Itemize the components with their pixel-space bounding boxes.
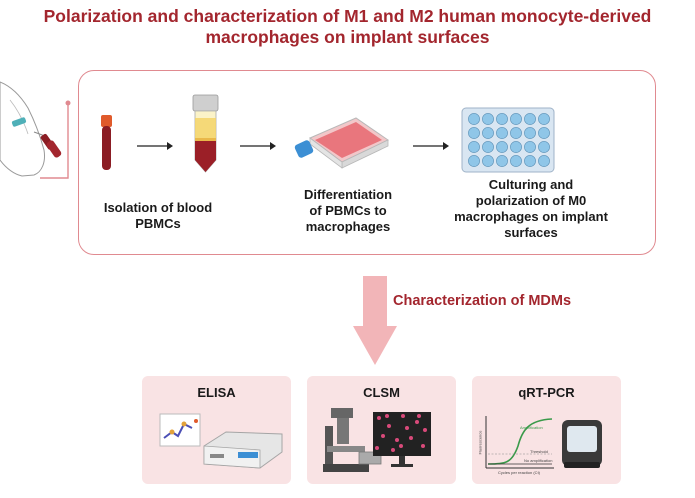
step-3-line-3: macrophages on implant (454, 209, 608, 224)
step-1-line-1: Isolation of blood (103, 200, 213, 215)
well (482, 155, 494, 167)
cell-dot (375, 446, 379, 450)
pcr-x-axis-label: Cycles per reaction (Ct) (498, 470, 541, 475)
cell-dot (377, 416, 381, 420)
arrow-right-icon (240, 142, 276, 150)
well (496, 127, 508, 139)
cell-dot (415, 420, 419, 424)
cell-dot (391, 448, 395, 452)
well (510, 113, 522, 125)
well (524, 113, 536, 125)
step-1-line-2: PBMCs (135, 216, 181, 231)
step-3-line-2: polarization of M0 (475, 193, 587, 208)
well (496, 113, 508, 125)
cell-dot (405, 426, 409, 430)
well (482, 127, 494, 139)
title-line-2: macrophages on implant surfaces (205, 27, 490, 47)
step-isolation-label: Isolation of blood PBMCs (88, 200, 228, 232)
cell-dot (399, 444, 403, 448)
pcr-y-axis-label: Fluorescence (477, 430, 483, 455)
card-clsm-title: CLSM (363, 385, 400, 400)
well (524, 155, 536, 167)
cell-dot (417, 414, 421, 418)
well (538, 141, 550, 153)
card-qrt-pcr-title: qRT-PCR (518, 385, 575, 400)
culture-flask-icon (294, 117, 389, 169)
step-2-line-1: Differentiation (303, 187, 393, 202)
well (482, 113, 494, 125)
amplification-curve (487, 418, 553, 465)
well (510, 155, 522, 167)
cell-dot (395, 438, 399, 442)
well (524, 141, 536, 153)
cell-dot (387, 424, 391, 428)
step-2-line-3: macrophages (305, 219, 391, 234)
threshold-label: Threshold (530, 449, 548, 454)
no-amplification-label: No amplification (524, 458, 553, 463)
step-3-line-1: Culturing and (488, 177, 574, 192)
blood-tube-icon (101, 115, 112, 170)
card-elisa-title: ELISA (197, 385, 236, 400)
process-box (78, 70, 656, 255)
step-differentiation-label: Differentiation of PBMCs to macrophages (288, 187, 408, 235)
well (496, 155, 508, 167)
well (538, 127, 550, 139)
microscope-icon (323, 408, 431, 472)
well (468, 155, 480, 167)
well (510, 127, 522, 139)
conical-tube-icon (192, 94, 219, 173)
card-clsm: CLSM (307, 376, 456, 484)
well (468, 141, 480, 153)
figure-title: Polarization and characterization of M1 … (0, 6, 695, 48)
pcr-plot (485, 416, 602, 469)
cell-dot (381, 434, 385, 438)
arrow-right-icon (137, 142, 173, 150)
well (538, 113, 550, 125)
cell-dot (385, 414, 389, 418)
well-plate-icon (461, 107, 555, 173)
arrow-right-icon (413, 142, 449, 150)
arm-blood-draw-icon (0, 81, 62, 177)
cell-dot (409, 436, 413, 440)
cell-dot (401, 414, 405, 418)
well (468, 127, 480, 139)
step-2-line-2: of PBMCs to (309, 203, 387, 218)
elisa-reader-icon (159, 413, 283, 469)
arrow-down-icon (353, 276, 397, 365)
well (482, 141, 494, 153)
well (496, 141, 508, 153)
step-3-line-4: surfaces (504, 225, 558, 240)
cell-dot (421, 444, 425, 448)
card-elisa: ELISA (142, 376, 291, 484)
well (524, 127, 536, 139)
step-culturing-label: Culturing and polarization of M0 macroph… (436, 177, 626, 241)
cell-dot (423, 428, 427, 432)
well (468, 113, 480, 125)
well (538, 155, 550, 167)
card-qrt-pcr: qRT-PCR Amplification Threshold No ampli… (472, 376, 621, 484)
title-line-1: Polarization and characterization of M1 … (43, 6, 652, 26)
characterization-label: Characterization of MDMs (393, 293, 572, 309)
amplification-label: Amplification (520, 425, 543, 430)
well (510, 141, 522, 153)
